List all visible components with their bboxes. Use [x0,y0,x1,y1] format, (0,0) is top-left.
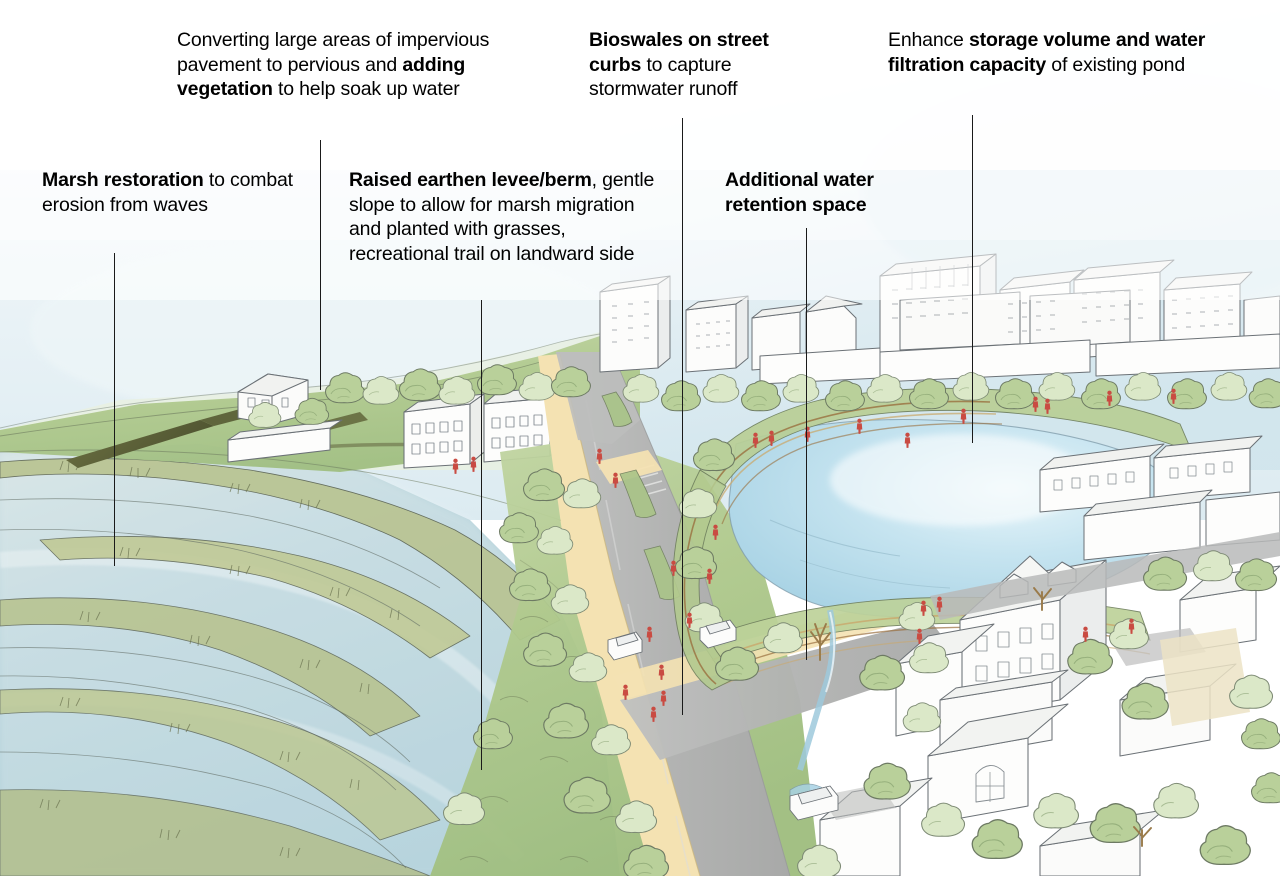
callout-text-pond-enhancement: Enhance storage volume and water filtrat… [888,28,1208,77]
callout-text-marsh-restoration: Marsh restoration to combat erosion from… [42,168,342,217]
callout-marsh-restoration: Marsh restoration to combat erosion from… [42,168,342,217]
marsh-channels [0,498,441,869]
callout-pervious-pavement: Converting large areas of impervious pav… [177,28,537,102]
leader-line-levee-berm [481,300,482,770]
callout-levee-berm: Raised earthen levee/berm, gentle slope … [349,168,659,266]
callout-bold-pond-enhancement: storage volume and water filtration capa… [888,29,1206,76]
leader-line-water-retention [806,228,807,660]
callout-text-levee-berm: Raised earthen levee/berm, gentle slope … [349,168,659,266]
callout-pre-pervious-pavement: Converting large areas of impervious pav… [177,29,490,76]
callout-bold-levee-berm: Raised earthen levee/berm [349,169,592,191]
callout-rest-bioswales: to capture stormwater runoff [589,53,738,101]
callout-rest-levee-berm: , gentle slope to allow for marsh migrat… [349,169,655,265]
leader-line-marsh-restoration [114,253,115,566]
callout-bold-water-retention: Additional water retention space [725,169,874,216]
callout-pond-enhancement: Enhance storage volume and water filtrat… [888,28,1208,77]
left-shore-buildings [227,373,565,469]
callout-pre-pond-enhancement: Enhance [888,29,969,51]
callout-post-pond-enhancement: of existing pond [1046,53,1185,76]
marsh-vegetation-bands [0,458,561,876]
leader-line-bioswales [682,118,683,715]
bare-trees [810,587,1152,847]
vehicles [607,619,839,821]
callout-post-pervious-pavement: to help soak up water [272,78,460,100]
neighborhood-streets [820,532,1280,820]
callout-rest-marsh-restoration: to combat erosion from waves [42,169,293,216]
callout-bioswales: Bioswales on street curbs to capture sto… [589,28,814,102]
callout-text-pervious-pavement: Converting large areas of impervious pav… [177,28,537,102]
callout-bold-bioswales: Bioswales on street curbs [589,29,769,76]
leader-line-pervious-pavement [320,140,321,390]
callout-water-retention: Additional water retention space [725,168,925,217]
callout-text-bioswales: Bioswales on street curbs to capture sto… [589,28,814,102]
callout-bold-marsh-restoration: Marsh restoration [42,169,204,191]
callout-bold-pervious-pavement: adding vegetation [177,53,466,101]
marsh-grass-texture [39,460,400,859]
callout-text-water-retention: Additional water retention space [725,168,925,217]
bioswale-planting [601,391,681,600]
leader-line-pond-enhancement [972,115,973,443]
